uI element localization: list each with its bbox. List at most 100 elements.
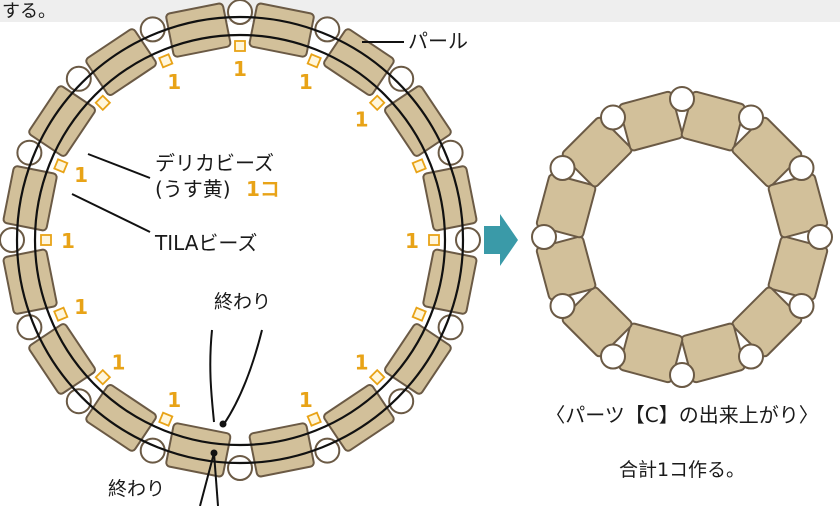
tila-bead: [323, 28, 395, 96]
count-label: 1: [74, 163, 88, 187]
tila-label: TILAビーズ: [154, 231, 257, 255]
thread-end-bottom-b: [213, 452, 219, 506]
delica-bead: [40, 234, 52, 246]
finished-tila-bead: [767, 173, 829, 239]
pearl-label: パール: [408, 29, 468, 53]
count-label: 1: [111, 351, 125, 375]
tila-bead: [28, 323, 96, 395]
delica-bead: [53, 158, 69, 174]
delica-bead: [306, 53, 322, 69]
delica-bead: [234, 40, 246, 52]
knot-top: [219, 420, 227, 428]
left-ring-diagram: 1 1 1 1 1 1 1 1 1 1 1 1 パール デリカビーズ (うす黄) 1コ TILAビーズ…: [0, 0, 481, 506]
finished-tila-bead: [731, 116, 803, 188]
pearl-bead: [0, 227, 25, 253]
pearl-bead: [388, 65, 415, 92]
count-label: 1: [355, 351, 369, 375]
finished-tila-bead: [731, 286, 803, 358]
count-label: 1: [74, 295, 88, 319]
finished-tila-bead: [680, 90, 746, 152]
arrow-icon: [484, 214, 518, 266]
delica-bead: [94, 94, 112, 112]
tila-leader-line: [71, 193, 151, 233]
caption-note: 合計1コ作る。: [619, 459, 745, 481]
thread-end-bottom-a: [199, 452, 215, 506]
finished-tila-bead: [535, 173, 597, 239]
count-label: 1: [61, 229, 75, 253]
count-label: 1: [299, 70, 313, 94]
delica-bead: [368, 368, 386, 386]
finished-tila-bead: [618, 322, 684, 384]
delica-bead: [411, 158, 427, 174]
pearl-bead: [227, 455, 253, 481]
delica-bead: [411, 306, 427, 322]
tila-bead: [85, 384, 157, 452]
finished-pearl-bead: [807, 224, 833, 250]
delica-label: デリカビーズ: [155, 151, 274, 175]
count-label: 1: [299, 388, 313, 412]
finished-pearl-bead: [600, 343, 626, 370]
tila-bead: [422, 165, 478, 232]
finished-pearl-bead: [669, 86, 695, 112]
finished-pearl-bead: [788, 155, 815, 181]
tila-bead: [384, 85, 452, 157]
count-label: 1: [167, 388, 181, 412]
finished-tila-bead: [618, 90, 684, 152]
delica-bead: [94, 368, 112, 386]
delica-bead: [306, 411, 322, 427]
finished-pearl-bead: [549, 155, 576, 181]
count-label: 1: [233, 57, 247, 81]
tila-bead: [2, 165, 58, 232]
finished-pearl-bead: [788, 293, 815, 319]
thread-end-top-b: [223, 329, 263, 425]
delica-bead: [158, 53, 174, 69]
finished-pearl-bead: [600, 104, 626, 131]
delica-bead: [53, 306, 69, 322]
finished-tila-bead: [561, 286, 633, 358]
delica-color-label: (うす黄): [155, 177, 231, 201]
finished-pearl-bead: [738, 343, 764, 370]
tila-bead: [28, 85, 96, 157]
pearl-bead: [388, 388, 415, 415]
finished-pearl-bead: [738, 104, 764, 131]
finished-ring-diagram: [531, 86, 833, 388]
pearl-bead: [65, 65, 92, 92]
delica-leader-line: [87, 153, 151, 179]
finished-bead-group: [535, 90, 829, 384]
tila-bead: [384, 323, 452, 395]
finished-pearl-bead: [531, 224, 557, 250]
pearl-bead: [65, 388, 92, 415]
header-text: する。: [2, 1, 56, 22]
delica-count-label: 1コ: [246, 177, 280, 201]
inner-thread-circle: [33, 33, 447, 447]
finished-tila-bead: [535, 235, 597, 301]
pearl-bead: [227, 0, 253, 25]
tila-bead: [2, 248, 58, 315]
count-label: 1: [405, 229, 419, 253]
caption-title: 〈パーツ【C】の出来上がり〉: [545, 403, 819, 427]
delica-bead: [158, 411, 174, 427]
tila-bead: [85, 28, 157, 96]
delica-bead: [368, 94, 386, 112]
finished-pearl-bead: [549, 293, 576, 319]
count-label-group: 1 1 1 1 1 1 1 1 1 1 1 1: [61, 57, 419, 412]
finished-tila-bead: [561, 116, 633, 188]
header-strip: [0, 0, 840, 22]
finished-tila-bead: [767, 235, 829, 301]
finished-pearl-group: [531, 86, 833, 388]
count-label: 1: [167, 70, 181, 94]
finished-tila-bead: [680, 322, 746, 384]
end-label-bottom: 終わり: [108, 478, 165, 500]
tila-bead: [323, 384, 395, 452]
pearl-bead: [455, 227, 481, 253]
tila-bead: [248, 422, 315, 478]
count-label: 1: [355, 107, 369, 131]
end-label-top: 終わり: [214, 291, 271, 313]
delica-bead: [428, 234, 440, 246]
finished-pearl-bead: [669, 362, 695, 388]
thread-end-top-a: [209, 329, 215, 423]
delica-bead-group: [40, 40, 440, 427]
tila-bead: [165, 422, 232, 478]
tila-bead: [422, 248, 478, 315]
